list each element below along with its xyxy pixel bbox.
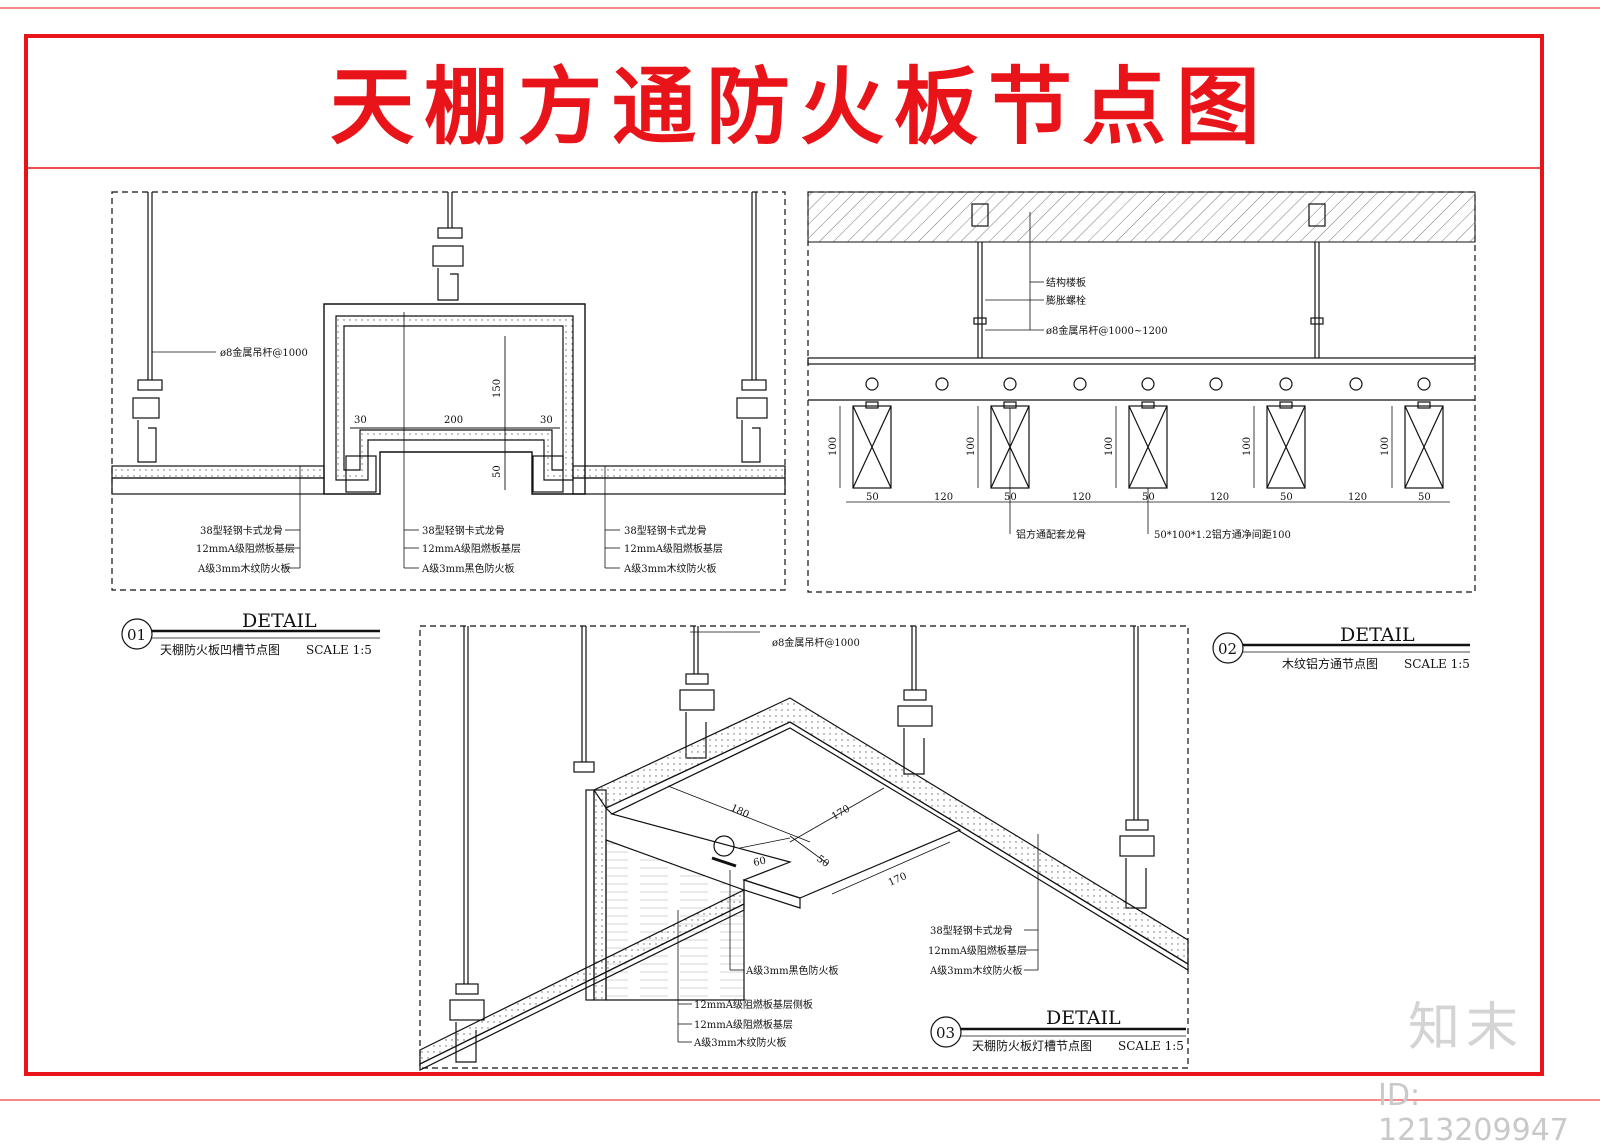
detail-03-dim-5: 170 [887,871,909,889]
detail-02-number: 02 [1218,640,1237,658]
aluminum-tube-1 [852,401,892,489]
detail-02-height-1: 100 [828,437,839,456]
detail-01-number: 01 [127,626,146,644]
detail-02-bottom-label-2: 50*100*1.2铝方通净间距100 [1154,528,1291,541]
detail-02-callout-rod: ø8金属吊杆@1000~1200 [1046,324,1168,337]
detail-02-height-4: 100 [1242,437,1253,456]
detail-01-right-callout-3: A级3mm木纹防火板 [623,562,717,575]
detail-01-dim-side-right: 30 [540,415,553,426]
detail-01-mid-callout-2: 12mmA级阻燃板基层 [422,542,521,555]
detail-01-mid-callout-3: A级3mm黑色防火板 [421,562,515,575]
detail-02-height-2: 100 [966,437,977,456]
watermark-logo: 知末 [1408,998,1525,1058]
detail-02-width-8: 120 [1348,492,1367,503]
detail-03-left-callout-3: A级3mm木纹防火板 [693,1036,787,1049]
detail-03-scale: SCALE 1:5 [1118,1039,1184,1053]
detail-01-left-callout-1: 38型轻钢卡式龙骨 [200,524,283,537]
structural-slab [807,191,1476,243]
detail-01-left-callout-2: 12mmA级阻燃板基层 [196,542,295,555]
detail-02-height-5: 100 [1380,437,1391,456]
aluminum-tube-5 [1404,401,1444,489]
detail-02-header: DETAIL [1340,624,1415,646]
detail-02-width-9: 50 [1418,492,1431,503]
detail-02-scale: SCALE 1:5 [1404,657,1470,671]
detail-03-caption: 天棚防火板灯槽节点图 [972,1038,1092,1053]
detail-03-header: DETAIL [1046,1007,1121,1029]
detail-03-left-callout-2: 12mmA级阻燃板基层 [694,1018,793,1031]
detail-03-labels: ø8金属吊杆@1000 180 170 60 50 170 38型轻钢卡式龙骨 … [693,636,1184,1053]
detail-03-right-callout-2: 12mmA级阻燃板基层 [928,944,1027,957]
detail-03-drawing [419,625,1189,1071]
hanger-clip-mid-01 [432,227,464,301]
detail-01-scale: SCALE 1:5 [306,643,372,657]
aluminum-tube-3 [1128,401,1168,489]
hanger-clip-03-b [897,689,933,775]
watermark-id: ID: 1213209947 [1378,1078,1569,1148]
detail-02-width-4: 120 [1072,492,1091,503]
detail-03-rod-label: ø8金属吊杆@1000 [772,636,860,649]
drawing-title: 天棚方通防火板节点图 [329,57,1270,156]
detail-02-width-7: 50 [1280,492,1293,503]
detail-02-callout-slab: 结构楼板 [1046,276,1086,289]
detail-02-labels: 结构楼板 膨胀螺栓 ø8金属吊杆@1000~1200 100 100 100 1… [828,276,1470,671]
detail-01-rod-label: ø8金属吊杆@1000 [220,346,308,359]
detail-03-number: 03 [936,1024,955,1042]
detail-03-mid-callout: A级3mm黑色防火板 [745,964,839,977]
detail-02-callout-bolt: 膨胀螺栓 [1046,294,1086,307]
detail-03-right-callout-1: 38型轻钢卡式龙骨 [930,924,1013,937]
detail-02-width-5: 50 [1142,492,1155,503]
detail-01-dim-middle: 200 [444,415,463,426]
detail-01-caption: 天棚防火板凹槽节点图 [160,642,280,657]
hanger-clip-03-c [1119,819,1155,909]
detail-01-dim-base: 50 [492,465,503,478]
detail-01-header: DETAIL [242,610,317,632]
detail-03-left-callout-1: 12mmA级阻燃板基层侧板 [694,998,813,1011]
detail-01-right-callout-2: 12mmA级阻燃板基层 [624,542,723,555]
detail-01-drawing [111,191,786,650]
detail-02-height-3: 100 [1104,437,1115,456]
detail-01-border [111,191,786,591]
detail-02-border [807,191,1476,593]
outer-frame [24,34,1544,1076]
detail-03-border [419,625,1189,1069]
detail-02-drawing [807,191,1476,664]
aluminum-tube-4 [1266,401,1306,489]
detail-01-right-callout-1: 38型轻钢卡式龙骨 [624,524,707,537]
detail-02-caption: 木纹铝方通节点图 [1282,656,1378,671]
detail-02-width-3: 50 [1004,492,1017,503]
detail-02-width-2: 120 [934,492,953,503]
detail-01-mid-callout-1: 38型轻钢卡式龙骨 [422,524,505,537]
detail-03-dim-3: 60 [752,856,767,869]
detail-02-bottom-label-1: 铝方通配套龙骨 [1016,528,1086,541]
detail-01-labels: ø8金属吊杆@1000 30 200 30 150 50 38型轻钢卡式龙骨 1… [127,346,723,657]
hanger-clip-left-01 [132,379,163,463]
detail-02-width-1: 50 [866,492,879,503]
detail-03-right-callout-3: A级3mm木纹防火板 [929,964,1023,977]
detail-01-dim-side-left: 30 [354,415,367,426]
detail-01-dim-height: 150 [492,379,503,398]
hanger-clip-right-01 [736,379,768,463]
detail-01-left-callout-3: A级3mm木纹防火板 [197,562,291,575]
detail-02-width-6: 120 [1210,492,1229,503]
